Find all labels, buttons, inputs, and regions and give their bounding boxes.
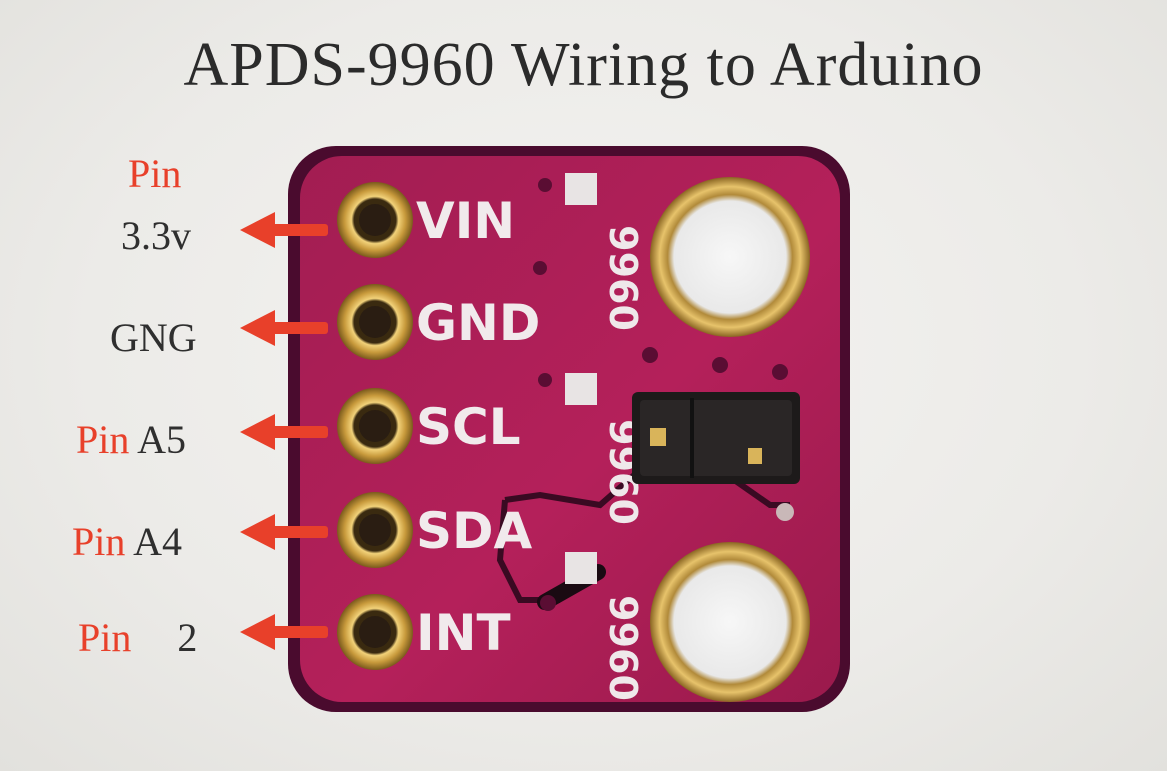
mounting-hole-bottom: [650, 542, 810, 702]
label-sda-prefix: Pin: [72, 519, 126, 564]
via: [538, 373, 552, 387]
sensor-divider: [690, 398, 694, 478]
silk-label-vin: VIN: [416, 192, 515, 250]
diagram-title: APDS-9960 Wiring to Arduino: [183, 31, 984, 99]
silk-label-sda: SDA: [416, 502, 533, 560]
label-scl-target: A5: [137, 417, 187, 462]
arrow-gnd: [240, 310, 328, 346]
via: [712, 357, 728, 373]
pin-column-header: Pin: [128, 151, 182, 196]
via: [776, 503, 794, 521]
header-pin-sda: [337, 492, 413, 568]
label-sda-target: A4: [133, 519, 183, 564]
arrow-sda: [240, 514, 328, 550]
header-pin-vin: [337, 182, 413, 258]
silk-label-gnd: GND: [416, 294, 540, 352]
via: [772, 364, 788, 380]
label-vin-target: 3.3v: [121, 213, 191, 258]
sensor-led: [650, 428, 666, 446]
label-scl: Pin A5: [76, 416, 186, 463]
silk-pad: [565, 173, 597, 205]
via: [540, 595, 556, 611]
silk-9960-bottom: 9960: [601, 595, 645, 701]
label-scl-prefix: Pin: [76, 417, 130, 462]
silk-label-int: INT: [416, 604, 511, 662]
label-sda: Pin A4: [72, 518, 182, 565]
header-pin-int: [337, 594, 413, 670]
header-pin-scl: [337, 388, 413, 464]
silk-pad: [565, 552, 597, 584]
silk-9960-top: 9960: [601, 225, 645, 331]
arrow-scl: [240, 414, 328, 450]
silk-pad: [565, 373, 597, 405]
label-gnd-target: GNG: [110, 315, 197, 360]
sensor-photodiode: [748, 448, 762, 464]
label-int: Pin 2: [78, 614, 197, 661]
header-pin-gnd: [337, 284, 413, 360]
via: [642, 347, 658, 363]
silk-label-scl: SCL: [416, 398, 521, 456]
mounting-hole-top: [650, 177, 810, 337]
via: [533, 261, 547, 275]
label-int-prefix: Pin: [78, 615, 132, 660]
arrow-vin: [240, 212, 328, 248]
via: [538, 178, 552, 192]
label-int-target: 2: [177, 615, 198, 660]
arrow-int: [240, 614, 328, 650]
